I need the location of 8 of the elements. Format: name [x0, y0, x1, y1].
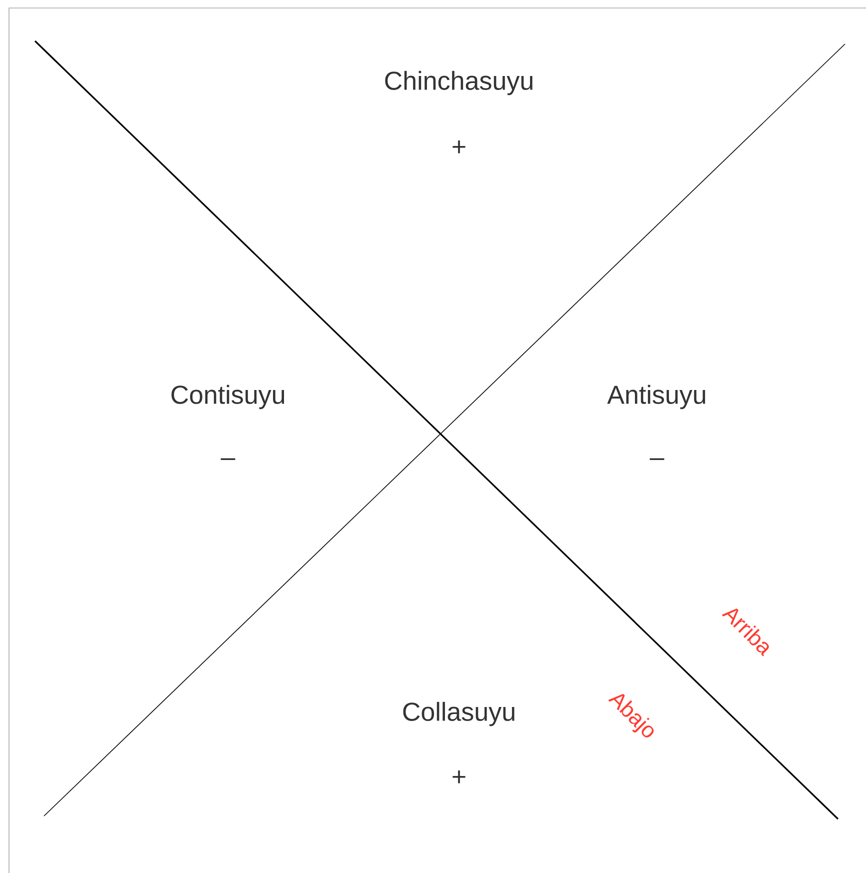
sign-symbol: –: [650, 458, 664, 460]
region-label: Collasuyu: [403, 702, 514, 726]
sign-symbol: +: [452, 770, 466, 784]
region-label: Contisuyu: [172, 384, 284, 410]
sign-symbol: +: [452, 140, 466, 154]
region-label: Antisuyu: [607, 384, 706, 410]
sign-symbol: –: [220, 458, 236, 460]
region-label: Chinchasuyu: [385, 70, 532, 96]
